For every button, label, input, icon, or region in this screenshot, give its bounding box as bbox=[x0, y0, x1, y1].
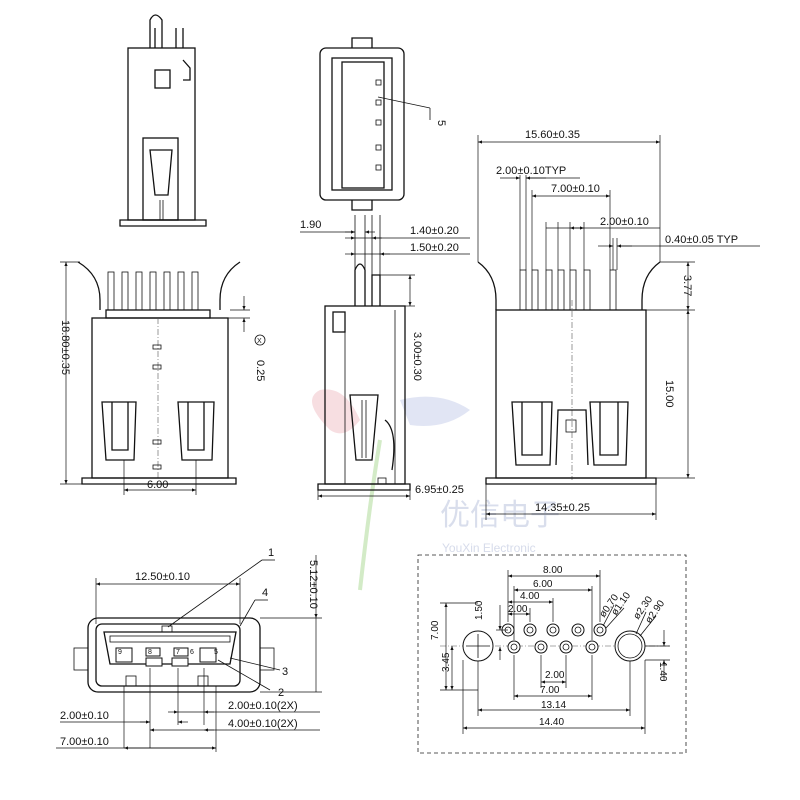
watermark-logo-blue bbox=[400, 396, 470, 426]
bottom-left-port-view: 9 8 7 6 5 bbox=[73, 617, 275, 693]
dim-6-95: 6.95±0.25 bbox=[415, 484, 464, 496]
fp-dim-7-00-h: 7.00 bbox=[540, 685, 560, 696]
dim-2-00: 2.00±0.10 bbox=[600, 216, 649, 228]
dim-2-00-2x: 2.00±0.10(2X) bbox=[228, 700, 298, 712]
left-front-view bbox=[77, 261, 241, 485]
dim-18-80: 18.80±0.35 bbox=[59, 320, 71, 375]
dim-1-50: 1.50±0.20 bbox=[410, 242, 459, 254]
rear-pins bbox=[519, 269, 617, 311]
watermark-logo-green bbox=[358, 439, 382, 591]
dim-1-40: 1.40±0.20 bbox=[410, 225, 459, 237]
fp-dim-2-00-bot: 2.00 bbox=[545, 670, 565, 681]
callout-2: 2 bbox=[278, 687, 284, 699]
fp-dim-2-00-top: 2.00 bbox=[508, 604, 528, 615]
dim-3-00: 3.00±0.30 bbox=[411, 332, 423, 381]
callout-4: 4 bbox=[262, 587, 268, 599]
top-center-top-view: 5 bbox=[319, 37, 447, 211]
top-left-side-view bbox=[119, 14, 207, 227]
callout-3: 3 bbox=[282, 666, 288, 678]
dim-1-90: 1.90 bbox=[300, 219, 321, 231]
dim-5-12: 5.12±0.10 bbox=[307, 560, 319, 609]
dim-15-60: 15.60±0.35 bbox=[525, 129, 580, 141]
dim-0-40-typ: 0.40±0.05 TYP bbox=[665, 234, 738, 246]
dim-2-00: 2.00±0.10 bbox=[60, 710, 109, 722]
callout-1: 1 bbox=[268, 547, 274, 559]
dim-2-00-typ: 2.00±0.10TYP bbox=[496, 165, 566, 177]
left-dimensions: 18.80±0.35 X 0.25 6.00 bbox=[59, 261, 266, 495]
dim-7-00: 7.00±0.10 bbox=[60, 736, 109, 748]
fp-dim-1-50: 1.50 bbox=[474, 600, 485, 620]
fp-dim-8-00: 8.00 bbox=[543, 565, 563, 576]
right-rear-view bbox=[477, 261, 661, 485]
dim-14-35: 14.35±0.25 bbox=[535, 502, 590, 514]
fp-dim-1-40: 1.40 bbox=[657, 662, 668, 682]
watermark-logo-red bbox=[312, 389, 360, 434]
pin-7: 7 bbox=[176, 649, 180, 656]
footprint-frame bbox=[417, 554, 687, 754]
pin-marks bbox=[375, 79, 382, 171]
signal-pads-bottom bbox=[507, 640, 599, 654]
pin-6: 6 bbox=[190, 649, 194, 656]
pcb-footprint bbox=[417, 554, 687, 754]
svg-text:X: X bbox=[257, 338, 262, 345]
middle-dimensions: 1.90 1.40±0.20 1.50±0.20 3.00±0.30 6.95±… bbox=[300, 215, 470, 500]
fp-dim-6-00: 6.00 bbox=[533, 579, 553, 590]
dim-0-25: 0.25 bbox=[254, 360, 266, 381]
dim-3-77: 3.77 bbox=[681, 275, 693, 296]
pin-9: 9 bbox=[118, 649, 122, 656]
pins bbox=[107, 271, 199, 311]
watermark-brand-en: YouXin Electronic bbox=[442, 541, 536, 555]
dim-15-00: 15.00 bbox=[663, 380, 675, 408]
pin-5: 5 bbox=[214, 649, 218, 656]
fp-dim-13-14: 13.14 bbox=[541, 700, 566, 711]
dim-12-50: 12.50±0.10 bbox=[135, 571, 190, 583]
callout-5: 5 bbox=[435, 120, 447, 126]
fp-dim-7-00-v: 7.00 bbox=[430, 620, 441, 640]
dim-4-00-2x: 4.00±0.10(2X) bbox=[228, 718, 298, 730]
dim-7-00: 7.00±0.10 bbox=[551, 183, 600, 195]
middle-side-view bbox=[317, 263, 411, 491]
fp-dim-3-45: 3.45 bbox=[441, 652, 452, 672]
signal-pads-top bbox=[501, 623, 607, 637]
pin-8: 8 bbox=[148, 649, 152, 656]
fp-dim-4-00: 4.00 bbox=[520, 591, 540, 602]
watermark: 优信电子 YouXin Electronic bbox=[312, 389, 560, 591]
port-pins bbox=[115, 647, 217, 667]
bottom-left-dimensions: 12.50±0.10 5.12±0.10 1 4 3 2 2.00±0.10 2… bbox=[56, 547, 322, 752]
dim-6-00: 6.00 bbox=[147, 479, 168, 491]
right-dimensions: 15.60±0.35 2.00±0.10TYP 7.00±0.10 2.00±0… bbox=[477, 129, 760, 520]
fp-dim-14-40: 14.40 bbox=[539, 717, 564, 728]
